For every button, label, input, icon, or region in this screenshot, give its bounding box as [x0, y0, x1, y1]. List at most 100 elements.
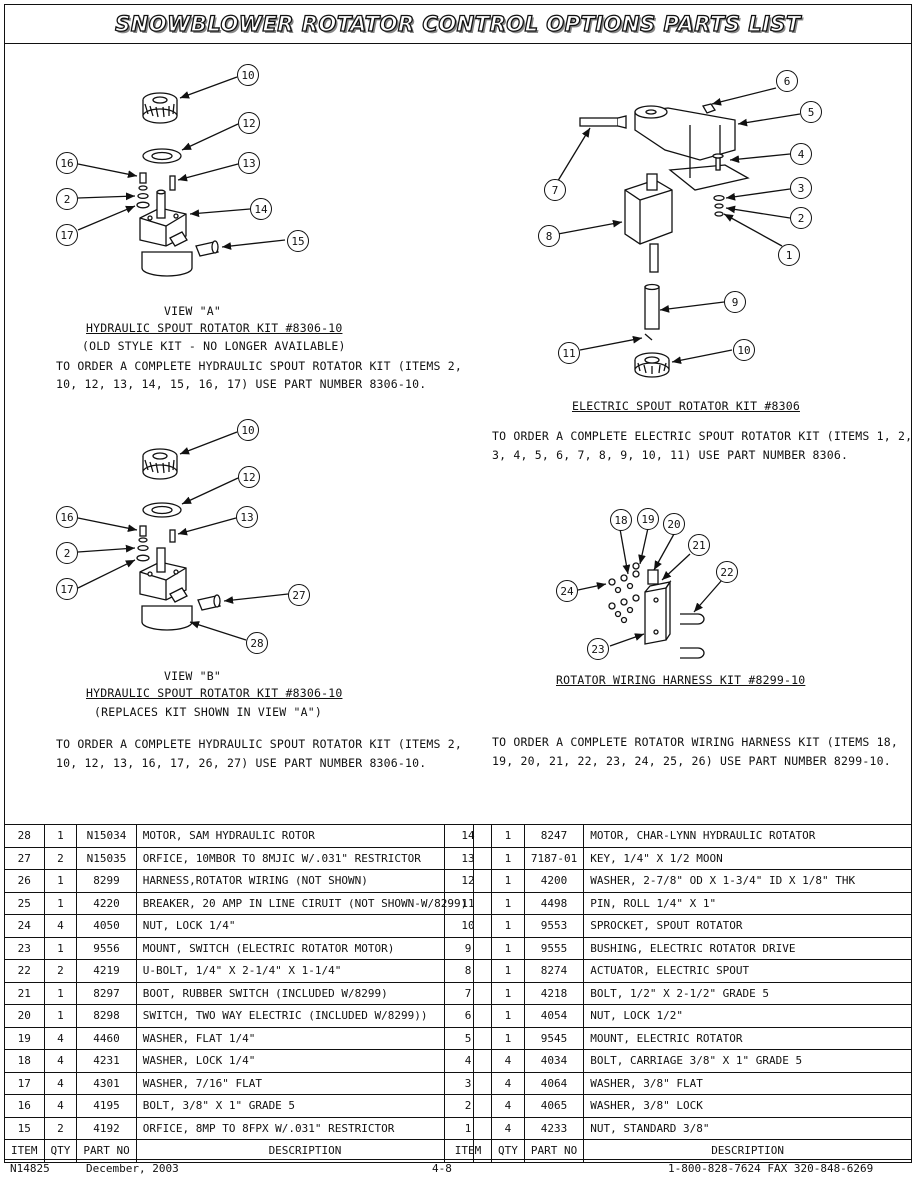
- cell-qty: 4: [43, 1094, 78, 1118]
- cell-description: WASHER, 2-7/8" OD X 1-3/4" ID X 1/8" THK: [583, 869, 912, 893]
- harness-order-line-2: 19, 20, 21, 22, 23, 24, 25, 26) USE PART…: [492, 754, 891, 768]
- cell-item: 15: [4, 1116, 45, 1140]
- cell-qty: 4: [491, 1071, 525, 1095]
- cell-part-no: 4064: [523, 1071, 585, 1095]
- cell-item: 11: [444, 891, 492, 915]
- cell-description: HARNESS,ROTATOR WIRING (NOT SHOWN): [135, 869, 475, 893]
- table-header-row: ITEM QTY PART NO DESCRIPTION: [4, 1139, 475, 1163]
- header-part-no: PART NO: [523, 1139, 585, 1163]
- page-title: SNOWBLOWER ROTATOR CONTROL OPTIONS PARTS…: [114, 11, 801, 36]
- callout-3: 3: [790, 177, 812, 199]
- cell-qty: 1: [491, 981, 525, 1005]
- cell-item: 8: [444, 959, 492, 983]
- cell-part-no: 9553: [523, 914, 585, 938]
- cell-item: 9: [444, 936, 492, 960]
- callout-13: 13: [238, 152, 260, 174]
- view-b-order-line-1: TO ORDER A COMPLETE HYDRAULIC SPOUT ROTA…: [56, 737, 463, 751]
- callout-27: 27: [288, 584, 310, 606]
- cell-part-no: 4050: [76, 914, 137, 938]
- cell-part-no: 4301: [76, 1071, 137, 1095]
- electric-kit-title: ELECTRIC SPOUT ROTATOR KIT #8306: [572, 399, 800, 413]
- cell-description: NUT, STANDARD 3/8": [583, 1116, 912, 1140]
- callout-6: 6: [776, 70, 798, 92]
- cell-description: MOUNT, SWITCH (ELECTRIC ROTATOR MOTOR): [135, 936, 475, 960]
- cell-part-no: 4192: [76, 1116, 137, 1140]
- cell-qty: 2: [43, 1116, 78, 1140]
- cell-qty: 4: [43, 1049, 78, 1073]
- cell-description: BUSHING, ELECTRIC ROTATOR DRIVE: [583, 936, 912, 960]
- cell-qty: 2: [43, 846, 78, 870]
- cell-description: ORFICE, 8MP TO 8FPX W/.031" RESTRICTOR: [135, 1116, 475, 1140]
- cell-part-no: 7187-01: [523, 846, 585, 870]
- cell-qty: 1: [43, 869, 78, 893]
- callout-14: 14: [250, 198, 272, 220]
- cell-qty: 4: [43, 914, 78, 938]
- footer-phone: 1-800-828-7624 FAX 320-848-6269: [668, 1162, 874, 1175]
- cell-item: 4: [444, 1049, 492, 1073]
- cell-part-no: 8247: [523, 824, 585, 848]
- cell-part-no: 4231: [76, 1049, 137, 1073]
- cell-qty: 1: [491, 869, 525, 893]
- cell-qty: 4: [43, 1071, 78, 1095]
- callout-12: 12: [238, 466, 260, 488]
- cell-qty: 1: [491, 936, 525, 960]
- header-description: DESCRIPTION: [583, 1139, 912, 1163]
- callout-2: 2: [56, 542, 78, 564]
- cell-item: 22: [4, 959, 45, 983]
- cell-part-no: 8297: [76, 981, 137, 1005]
- cell-description: WASHER, FLAT 1/4": [135, 1026, 475, 1050]
- cell-part-no: 4065: [523, 1094, 585, 1118]
- cell-item: 23: [4, 936, 45, 960]
- footer-page-number: 4-8: [432, 1162, 452, 1175]
- cell-part-no: N15035: [76, 846, 137, 870]
- callout-1: 1: [778, 244, 800, 266]
- cell-item: 12: [444, 869, 492, 893]
- cell-part-no: 4054: [523, 1004, 585, 1028]
- cell-qty: 1: [491, 824, 525, 848]
- callout-10: 10: [237, 64, 259, 86]
- cell-description: SPROCKET, SPOUT ROTATOR: [583, 914, 912, 938]
- cell-qty: 1: [43, 981, 78, 1005]
- callout-15: 15: [287, 230, 309, 252]
- callout-8: 8: [538, 225, 560, 247]
- cell-item: 28: [4, 824, 45, 848]
- table-header-row: ITEM QTY PART NO DESCRIPTION: [444, 1139, 912, 1163]
- cell-part-no: 8298: [76, 1004, 137, 1028]
- view-b-kit-title: HYDRAULIC SPOUT ROTATOR KIT #8306-10: [86, 686, 343, 700]
- callout-12: 12: [238, 112, 260, 134]
- callout-28: 28: [246, 632, 268, 654]
- header-qty: QTY: [43, 1139, 78, 1163]
- cell-part-no: 4219: [76, 959, 137, 983]
- leader-lines: [77, 76, 801, 647]
- cell-item: 3: [444, 1071, 492, 1095]
- cell-qty: 1: [491, 1004, 525, 1028]
- view-a-diagram: [136, 92, 219, 277]
- cell-qty: 1: [491, 846, 525, 870]
- cell-part-no: 4195: [76, 1094, 137, 1118]
- cell-item: 26: [4, 869, 45, 893]
- cell-part-no: 8299: [76, 869, 137, 893]
- title-bar: SNOWBLOWER ROTATOR CONTROL OPTIONS PARTS…: [4, 4, 912, 44]
- harness-kit-title: ROTATOR WIRING HARNESS KIT #8299-10: [556, 673, 806, 687]
- cell-item: 16: [4, 1094, 45, 1118]
- cell-part-no: 9555: [523, 936, 585, 960]
- cell-qty: 1: [43, 824, 78, 848]
- cell-part-no: 4233: [523, 1116, 585, 1140]
- cell-item: 27: [4, 846, 45, 870]
- cell-description: NUT, LOCK 1/2": [583, 1004, 912, 1028]
- callout-24: 24: [556, 580, 578, 602]
